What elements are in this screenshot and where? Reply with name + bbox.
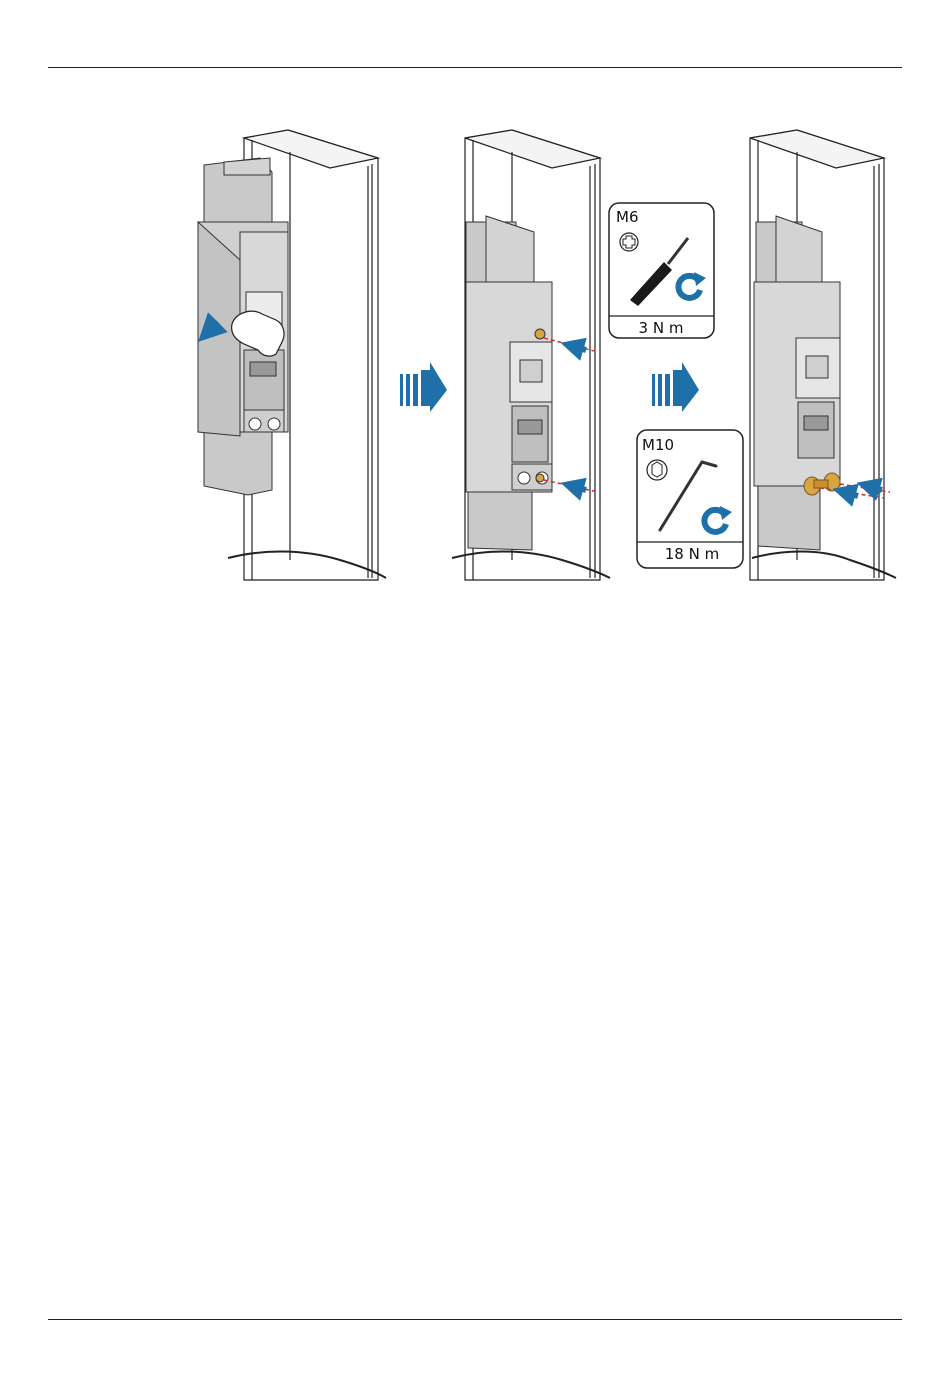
insert-arrow-icon: [868, 486, 882, 490]
m6-torque-value: 3 N m: [639, 319, 684, 337]
circuit-breaker-3: [754, 282, 840, 486]
insert-arrow-icon: [844, 492, 858, 496]
m6-torque-callout: M6 3 N m: [609, 203, 714, 338]
step-arrow-1-to-2: [400, 362, 447, 412]
m10-torque-callout: M10 18 N m: [637, 430, 743, 568]
step-2-install-screws: [452, 130, 610, 580]
phillips-head-icon: [620, 233, 638, 251]
step-1-remove-cover: [198, 130, 386, 580]
step-3-install-terminals: [750, 130, 896, 580]
insert-arrow-icon: [572, 346, 586, 350]
footer-rule: [48, 1319, 902, 1320]
m6-screw-size: M6: [616, 208, 639, 226]
m10-screw-size: M10: [642, 436, 674, 454]
insert-arrow-icon: [572, 486, 586, 490]
m10-torque-value: 18 N m: [665, 545, 719, 563]
hex-socket-icon: [647, 460, 667, 480]
step-arrow-2-to-3: [652, 362, 699, 412]
circuit-breaker-2: [466, 282, 552, 492]
